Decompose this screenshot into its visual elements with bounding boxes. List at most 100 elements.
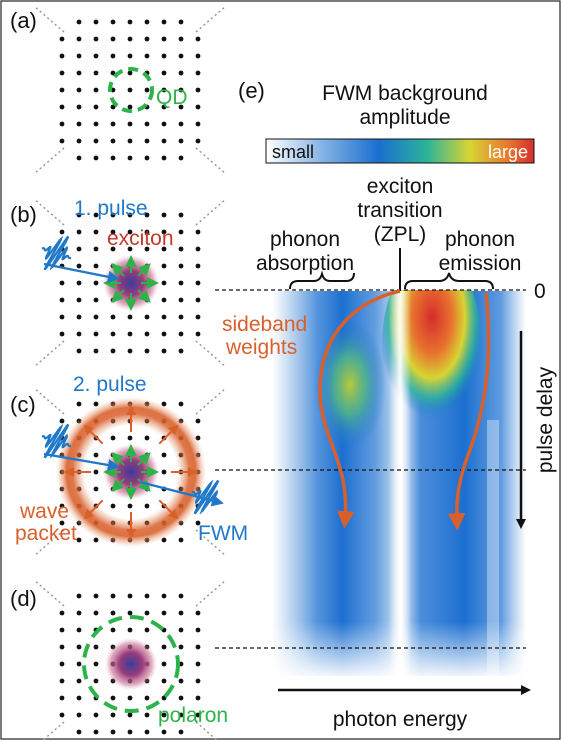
lattice-dot (110, 121, 116, 127)
lattice-dot (76, 695, 82, 701)
lattice-dot (195, 297, 201, 303)
lattice-dot (161, 348, 167, 354)
panel-b: (b) exciton 1. pulse (10, 197, 227, 368)
zpl-gap (389, 291, 411, 676)
lattice-dot (93, 212, 99, 218)
lattice-dot (76, 297, 82, 303)
absorption-brace (289, 270, 355, 290)
lattice-dot (195, 520, 201, 526)
emission-label-2: emission (439, 252, 522, 275)
lattice-dot (59, 87, 65, 93)
lattice-dot (161, 729, 167, 735)
strain-arrow (158, 424, 179, 445)
lattice-dot (76, 36, 82, 42)
lattice-dot (127, 104, 133, 110)
lattice-dot (178, 19, 184, 25)
lattice-dot (195, 314, 201, 320)
strain-arrow (137, 289, 151, 303)
lattice-dot (144, 627, 150, 633)
lattice-dot (178, 729, 184, 735)
sideband-arrow-emission (447, 292, 491, 531)
lattice-dot (76, 610, 82, 616)
lattice-dot (59, 53, 65, 59)
lattice-dot (59, 104, 65, 110)
lattice-dot (76, 104, 82, 110)
lattice-dot (59, 138, 65, 144)
lattice-dot (144, 314, 150, 320)
lattice-dot (178, 627, 184, 633)
lattice-dot (161, 263, 167, 269)
lattice-dot (93, 155, 99, 161)
lattice-dot (195, 104, 201, 110)
lattice-diagonal (195, 198, 227, 226)
lattice-dot (144, 87, 150, 93)
lattice-dot (59, 121, 65, 127)
lattice-dot (59, 418, 65, 424)
emission-label-1: phonon (445, 228, 515, 251)
lattice-dot (178, 695, 184, 701)
lattice-dot (178, 712, 184, 718)
lattice-dot (59, 229, 65, 235)
lattice-dot (195, 695, 201, 701)
lattice-dot (161, 331, 167, 337)
lattice-dot (76, 19, 82, 25)
lattice-dot (161, 593, 167, 599)
lattice-dot (127, 87, 133, 93)
lattice-dot (195, 627, 201, 633)
x-axis-label: photon energy (333, 708, 468, 731)
lattice-diagonal (195, 721, 218, 740)
lattice-dot (178, 348, 184, 354)
lattice-dot (178, 70, 184, 76)
lattice-dot (93, 297, 99, 303)
lattice-dot (178, 678, 184, 684)
colorbar-title-1: FWM background (322, 82, 488, 105)
lattice-diagonal (33, 340, 65, 368)
pulse-oscillation (41, 423, 72, 459)
lattice-dot (195, 331, 201, 337)
lattice-dot (76, 401, 82, 407)
lattice-dot (110, 155, 116, 161)
lattice-dot (178, 610, 184, 616)
y-axis-label: pulse delay (534, 366, 557, 473)
lattice-dot (59, 712, 65, 718)
lattice-dot (127, 712, 133, 718)
lattice-diagonal (42, 721, 65, 740)
lattice-dot (127, 212, 133, 218)
pulse-2-label: 2. pulse (73, 373, 147, 396)
lattice-dot (110, 138, 116, 144)
pulse-oscillation (41, 235, 72, 271)
lattice-dot (178, 280, 184, 286)
lattice-dot (161, 712, 167, 718)
lattice-dot (93, 280, 99, 286)
fwm-wave (191, 479, 222, 515)
lattice-dot (161, 104, 167, 110)
emission-brace (404, 272, 494, 290)
fwm-heatmap (272, 253, 526, 676)
lattice-dot (144, 53, 150, 59)
lattice-dot (59, 280, 65, 286)
lattice-dot (93, 53, 99, 59)
lattice-dot (93, 138, 99, 144)
lattice-dot (161, 53, 167, 59)
absorption-label-1: phonon (270, 228, 340, 251)
pulse-1-arrow (43, 262, 120, 283)
lattice-diagonal (195, 147, 227, 175)
lattice-dot (144, 121, 150, 127)
lattice-dot (59, 297, 65, 303)
lattice-dot (76, 678, 82, 684)
lattice-dot (127, 70, 133, 76)
lattice-dot (127, 331, 133, 337)
qd-outline (108, 67, 154, 113)
lattice-dot (195, 610, 201, 616)
lattice-dot (161, 678, 167, 684)
lattice-diagonal (33, 529, 65, 557)
sideband-label-1: sideband (222, 313, 307, 336)
polaron-label: polaron (158, 704, 228, 727)
lattice-dot (144, 593, 150, 599)
lattice-dot (93, 331, 99, 337)
lattice-dot (110, 70, 116, 76)
panel-a: (a) QD (10, 5, 227, 175)
lattice-dot (110, 610, 116, 616)
lattice-dot (110, 104, 116, 110)
